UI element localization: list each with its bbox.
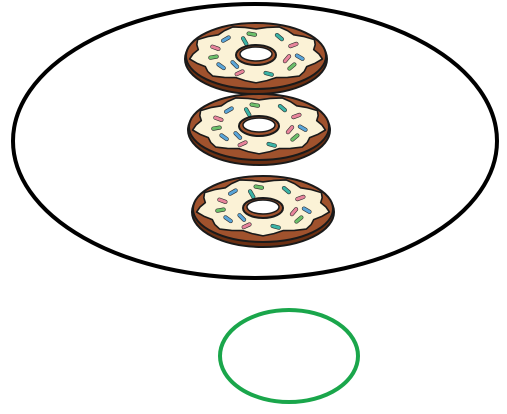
donut-icon xyxy=(188,94,330,165)
donut-icon xyxy=(185,23,327,94)
donut-group xyxy=(185,23,334,247)
donut-icon xyxy=(192,176,334,247)
donut-hole xyxy=(247,200,279,214)
donut-hole xyxy=(243,118,275,132)
donut-hole xyxy=(240,47,272,61)
answer-circle[interactable] xyxy=(220,310,358,402)
